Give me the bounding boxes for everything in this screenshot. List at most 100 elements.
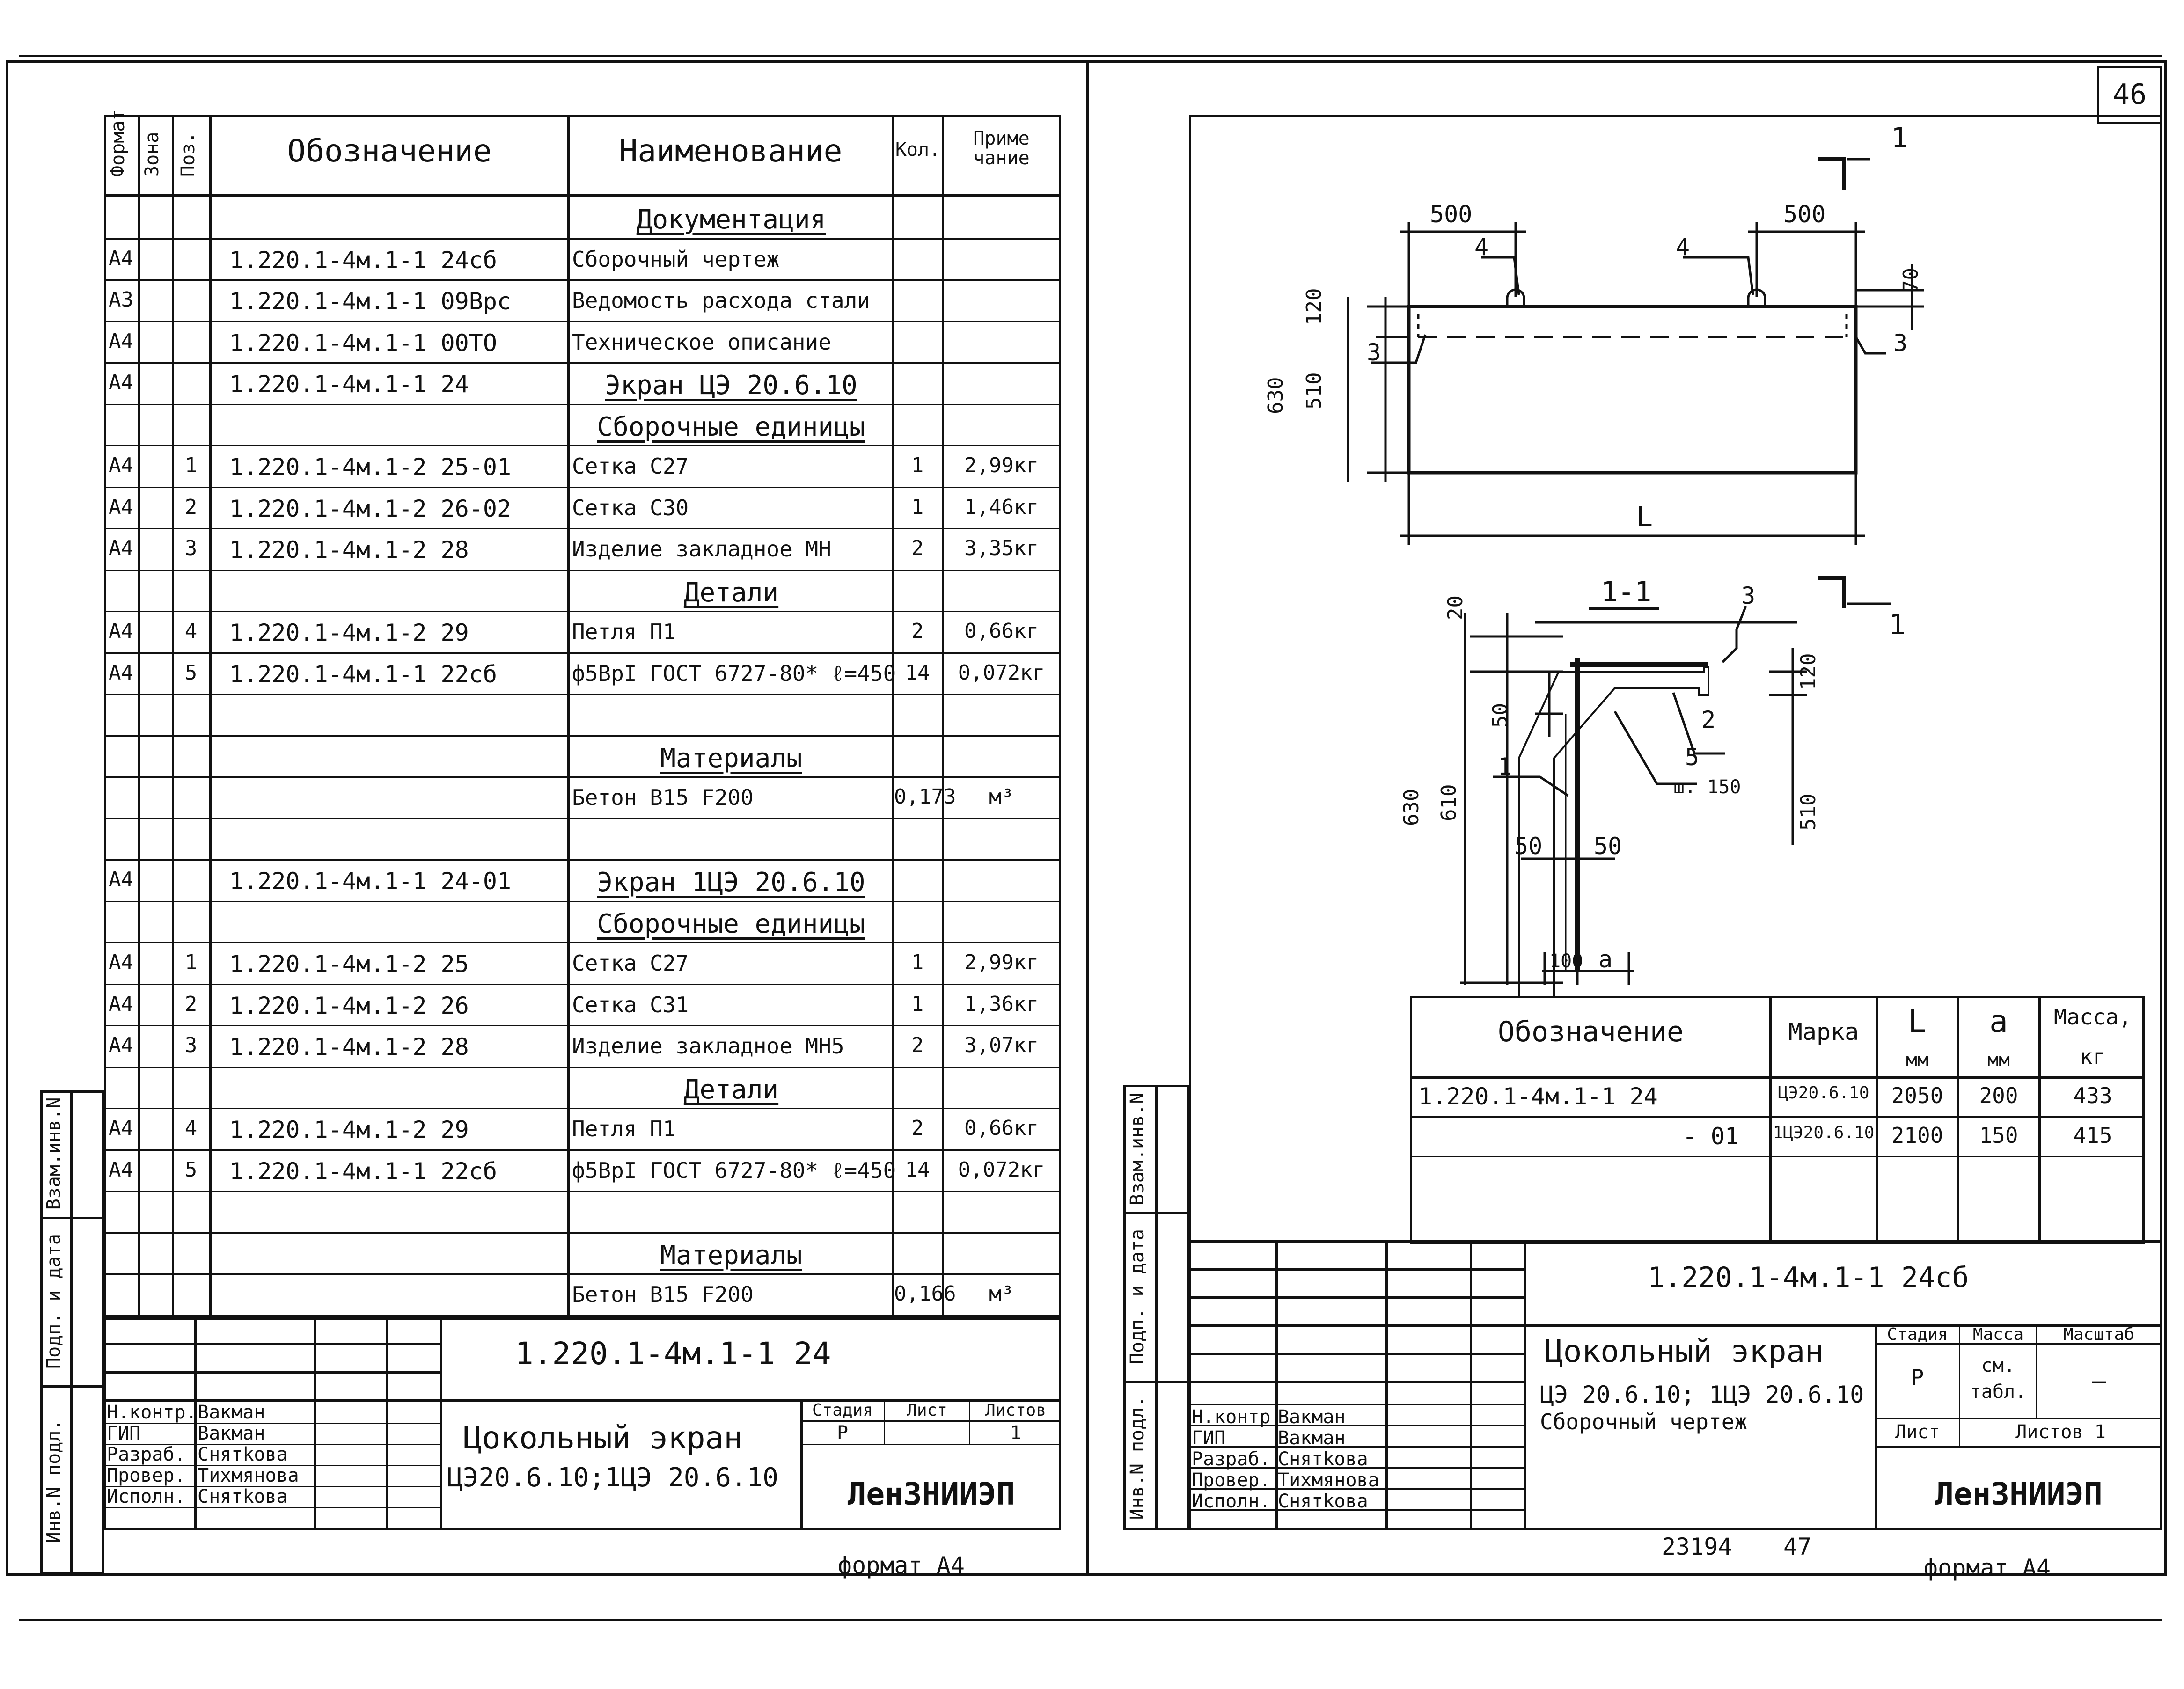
stamp-name: Снятkова: [1278, 1448, 1368, 1470]
spec-cell-note: 0,072кг: [958, 1158, 1045, 1182]
spec-cell-format: А3: [109, 288, 133, 312]
s-label-5: 5: [1685, 744, 1699, 771]
left-side-inv-zam: Взам.инв.N: [43, 1097, 65, 1210]
spec-cell-format: А4: [109, 951, 133, 974]
s-dim-510: 510: [1796, 794, 1820, 831]
spec-cell-name: Изделие закладное МН5: [572, 1033, 844, 1059]
stamp-name: Вакман: [198, 1423, 265, 1444]
right-stamp-title-1: Цокольный экран: [1545, 1333, 1824, 1369]
right-stamp-stage: Р: [1911, 1365, 1924, 1390]
spec-cell-format: А4: [109, 1116, 133, 1140]
spec-cell-format: А4: [109, 868, 133, 892]
spec-cell-note: 3,07кг: [964, 1033, 1039, 1057]
left-stamp-sheets-label: Листов: [985, 1401, 1047, 1420]
mark-cell-a: 150: [1979, 1123, 2018, 1148]
spec-cell-qty: 1: [911, 453, 924, 477]
stamp-name: Снятkова: [198, 1444, 288, 1465]
spec-cell-name: Техническое описание: [572, 329, 831, 355]
spec-cell-qty: 2: [911, 1116, 924, 1140]
spec-cell-format: А4: [109, 1158, 133, 1182]
spec-cell-note: 3,35кг: [964, 536, 1039, 560]
spec-cell-name: ф5ВрI ГОСТ 6727-80* ℓ=450: [572, 1158, 896, 1183]
spec-cell-qty: 2: [911, 1033, 924, 1057]
s-dim-100: 100: [1549, 951, 1583, 972]
header-name: Наименование: [619, 133, 843, 169]
mt-header-a-unit: мм: [1987, 1049, 2010, 1071]
mark-cell-mass: 433: [2073, 1083, 2112, 1108]
spec-cell-designation: 1.220.1-4м.1-2 28: [229, 536, 469, 563]
s-dim-50b: 50: [1514, 833, 1542, 860]
stamp-role: ГИП: [107, 1423, 141, 1444]
right-sheet: [1086, 60, 2167, 1576]
right-stamp-sheet-label: Лист: [1895, 1421, 1940, 1443]
assembly-drawing: 500 500 4 4 3 3 L 1 1 1-1 3 2 5 ш. 150 1…: [1264, 122, 1924, 998]
dim-L: L: [1636, 501, 1653, 534]
header-format: Формат: [107, 109, 129, 177]
spec-cell-designation: 1.220.1-4м.1-2 26-02: [229, 495, 512, 522]
spec-cell-qty: 0,173: [894, 785, 956, 809]
spec-cell-qty: 2: [911, 536, 924, 560]
spec-cell-qty: 14: [905, 1158, 930, 1182]
spec-cell-note: 1,36кг: [964, 992, 1039, 1016]
spec-cell-designation: 1.220.1-4м.1-1 24сб: [229, 247, 497, 274]
left-stamp-sheets: 1: [1010, 1422, 1022, 1444]
dim-70: 70: [1899, 268, 1923, 292]
stamp-role: Исполн.: [107, 1486, 186, 1507]
stamp-role: Разраб.: [107, 1444, 186, 1465]
s-dim-20: 20: [1444, 595, 1467, 620]
stamp-name: Тихмянова: [198, 1465, 299, 1486]
spec-cell-pos: 4: [184, 1116, 198, 1140]
spec-cell-format: А4: [109, 536, 133, 560]
spec-cell-format: А4: [109, 661, 133, 685]
label-4-right: 4: [1676, 234, 1690, 261]
spec-cell-qty: 14: [905, 661, 930, 685]
s-label-3: 3: [1741, 582, 1755, 609]
header-note: Приме чание: [973, 128, 1030, 169]
spec-cell-name: Бетон В15 F200: [572, 1282, 754, 1307]
spec-cell-pos: 4: [184, 619, 198, 643]
spec-cell-qty: 1: [911, 951, 924, 974]
spec-cell-format: А4: [109, 1033, 133, 1057]
right-stamp-code: 1.220.1-4м.1-1 24сб: [1648, 1261, 1969, 1294]
spec-cell-name: Детали: [683, 578, 779, 608]
s-dim-a: a: [1598, 946, 1612, 973]
spec-cell-name: Бетон В15 F200: [572, 785, 754, 810]
spec-cell-note: 0,66кг: [964, 1116, 1039, 1140]
dim-500-left: 500: [1430, 201, 1472, 228]
spec-cell-designation: 1.220.1-4м.1-2 28: [229, 1033, 469, 1060]
stamp-name: Тихмянова: [1278, 1470, 1379, 1491]
label-4-left: 4: [1474, 234, 1488, 261]
mark-cell-L: 2100: [1891, 1123, 1943, 1148]
spec-cell-note: 2,99кг: [964, 951, 1039, 974]
mt-header-L-unit: мм: [1906, 1049, 1929, 1071]
spec-cell-pos: 3: [184, 536, 198, 560]
stamp-name: Снятkова: [198, 1486, 288, 1507]
left-side-inv-podl: Инв.N подл.: [43, 1419, 65, 1543]
spec-cell-note: м³: [989, 1282, 1014, 1306]
mark-cell-mark: ЦЭ20.6.10: [1778, 1083, 1869, 1103]
s-label-2: 2: [1701, 706, 1715, 733]
header-designation: Обозначение: [287, 133, 492, 169]
left-stamp-title-1: Цокольный экран: [463, 1420, 743, 1456]
stamp-role: Н.контр: [1192, 1406, 1271, 1428]
spec-cell-name: Экран ЦЭ 20.6.10: [605, 370, 857, 401]
spec-cell-pos: 5: [184, 1158, 198, 1182]
left-stamp-code: 1.220.1-4м.1-1 24: [515, 1336, 831, 1372]
spec-cell-format: А4: [109, 619, 133, 643]
page-number: 46: [2112, 78, 2147, 111]
spec-cell-name: Детали: [683, 1075, 779, 1105]
mark-cell-designation: - 01: [1682, 1123, 1739, 1150]
header-pos: Поз.: [177, 132, 199, 177]
stamp-role: Провер.: [1192, 1470, 1271, 1491]
s-dim-610: 610: [1437, 784, 1461, 821]
header-qty: Кол.: [895, 139, 941, 161]
spec-cell-note: 0,66кг: [964, 619, 1039, 643]
left-stamp-org: ЛенЗНИИЭП: [847, 1476, 1015, 1512]
spec-cell-format: А4: [109, 453, 133, 477]
s-step: ш. 150: [1673, 776, 1741, 798]
stamp-role: Провер.: [107, 1465, 186, 1486]
spec-cell-qty: 2: [911, 619, 924, 643]
spec-cell-name: Сборочные единицы: [597, 412, 865, 442]
spec-cell-format: А4: [109, 495, 133, 519]
header-zone: Зона: [141, 132, 163, 177]
